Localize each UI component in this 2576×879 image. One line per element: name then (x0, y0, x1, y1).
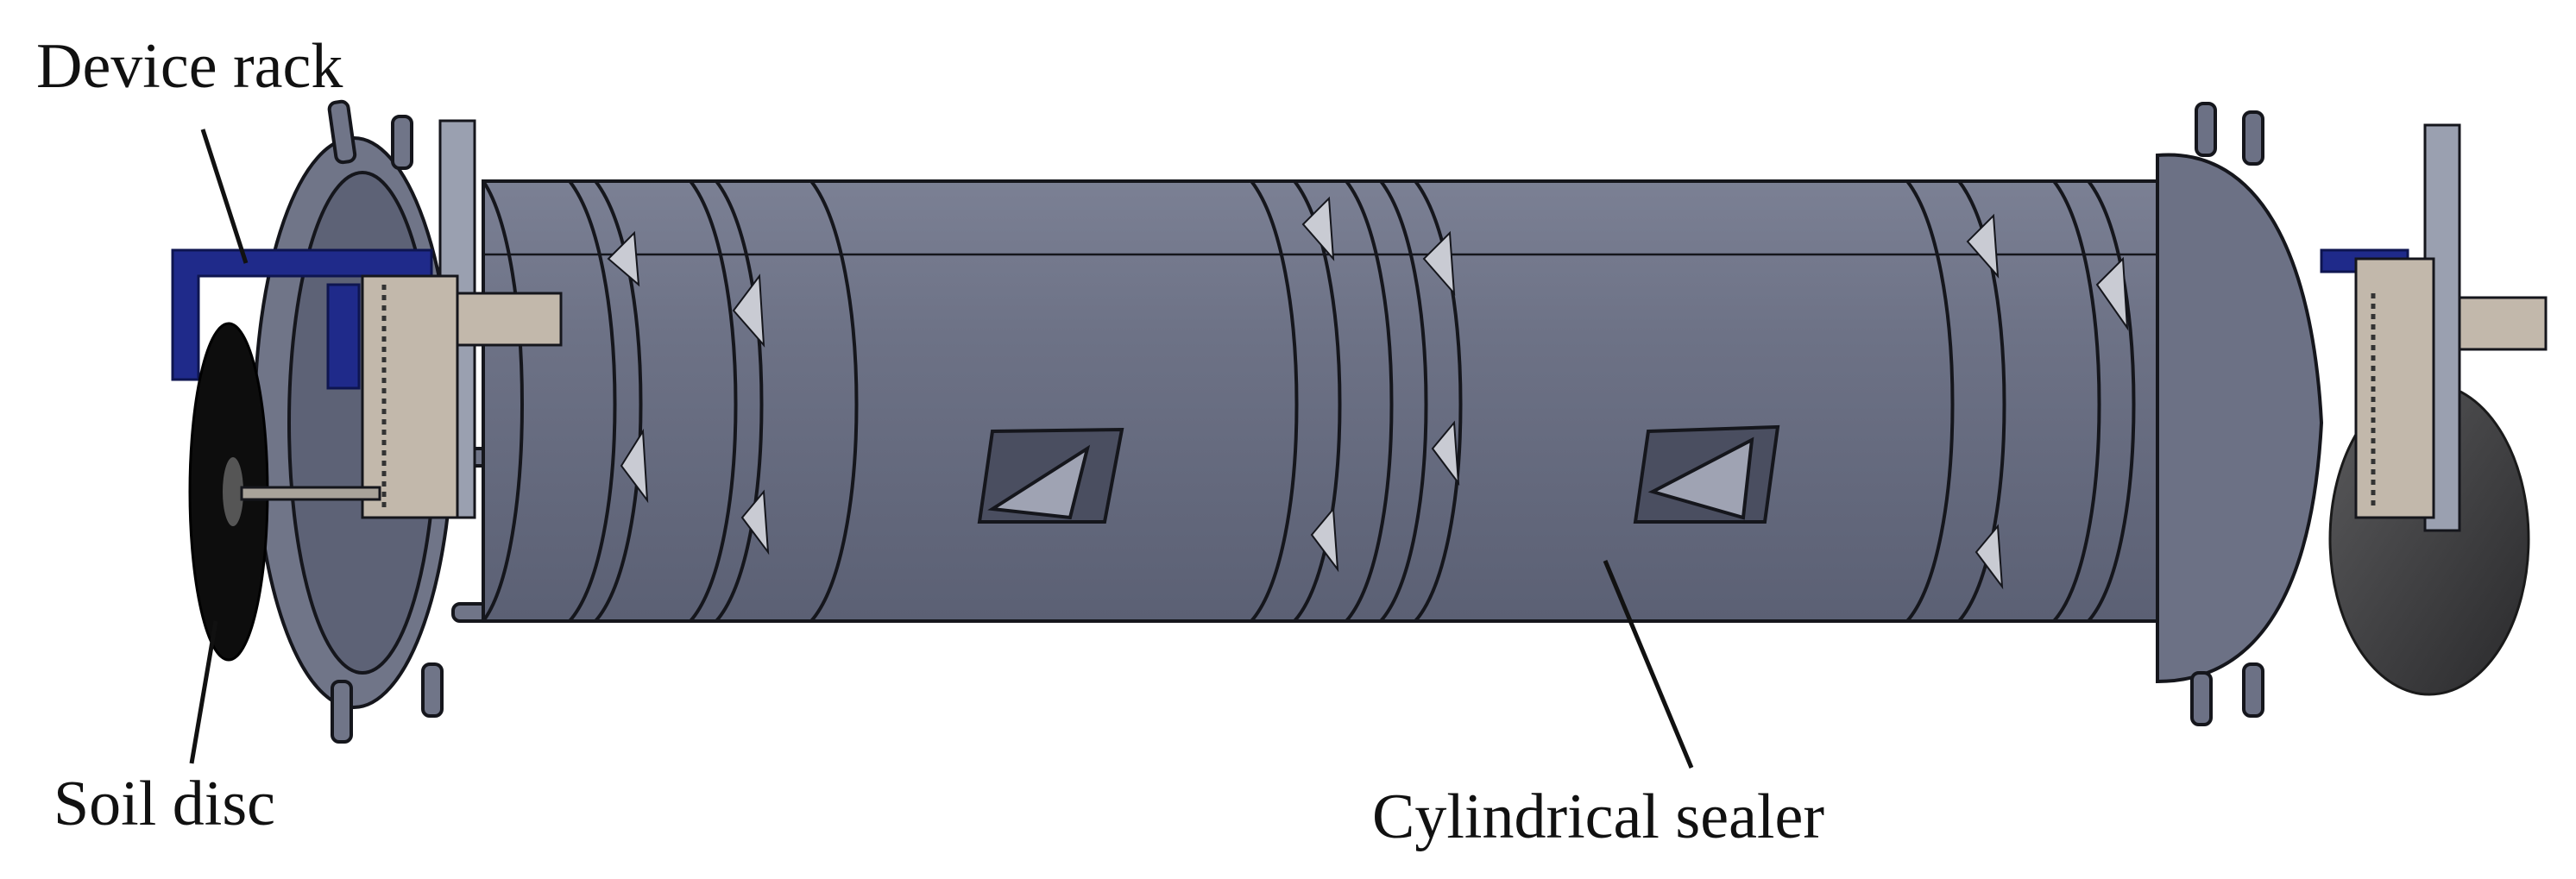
leader-line-device-rack (200, 129, 249, 264)
label-soil-disc: Soil disc (54, 769, 275, 839)
left-bracket (240, 119, 563, 519)
leader-line-cylindrical-sealer (1603, 560, 1694, 769)
right-bracket (2354, 123, 2548, 532)
device-rack (171, 248, 2409, 390)
leader-line-soil-disc (189, 620, 218, 764)
access-windows (977, 424, 1780, 524)
soil-disc-left (188, 322, 269, 662)
right-flange (2156, 102, 2324, 726)
label-device-rack: Device rack (36, 31, 343, 102)
internal-vanes (607, 196, 2129, 590)
leader-lines (189, 129, 1694, 769)
label-cylindrical-sealer: Cylindrical sealer (1372, 782, 1824, 852)
